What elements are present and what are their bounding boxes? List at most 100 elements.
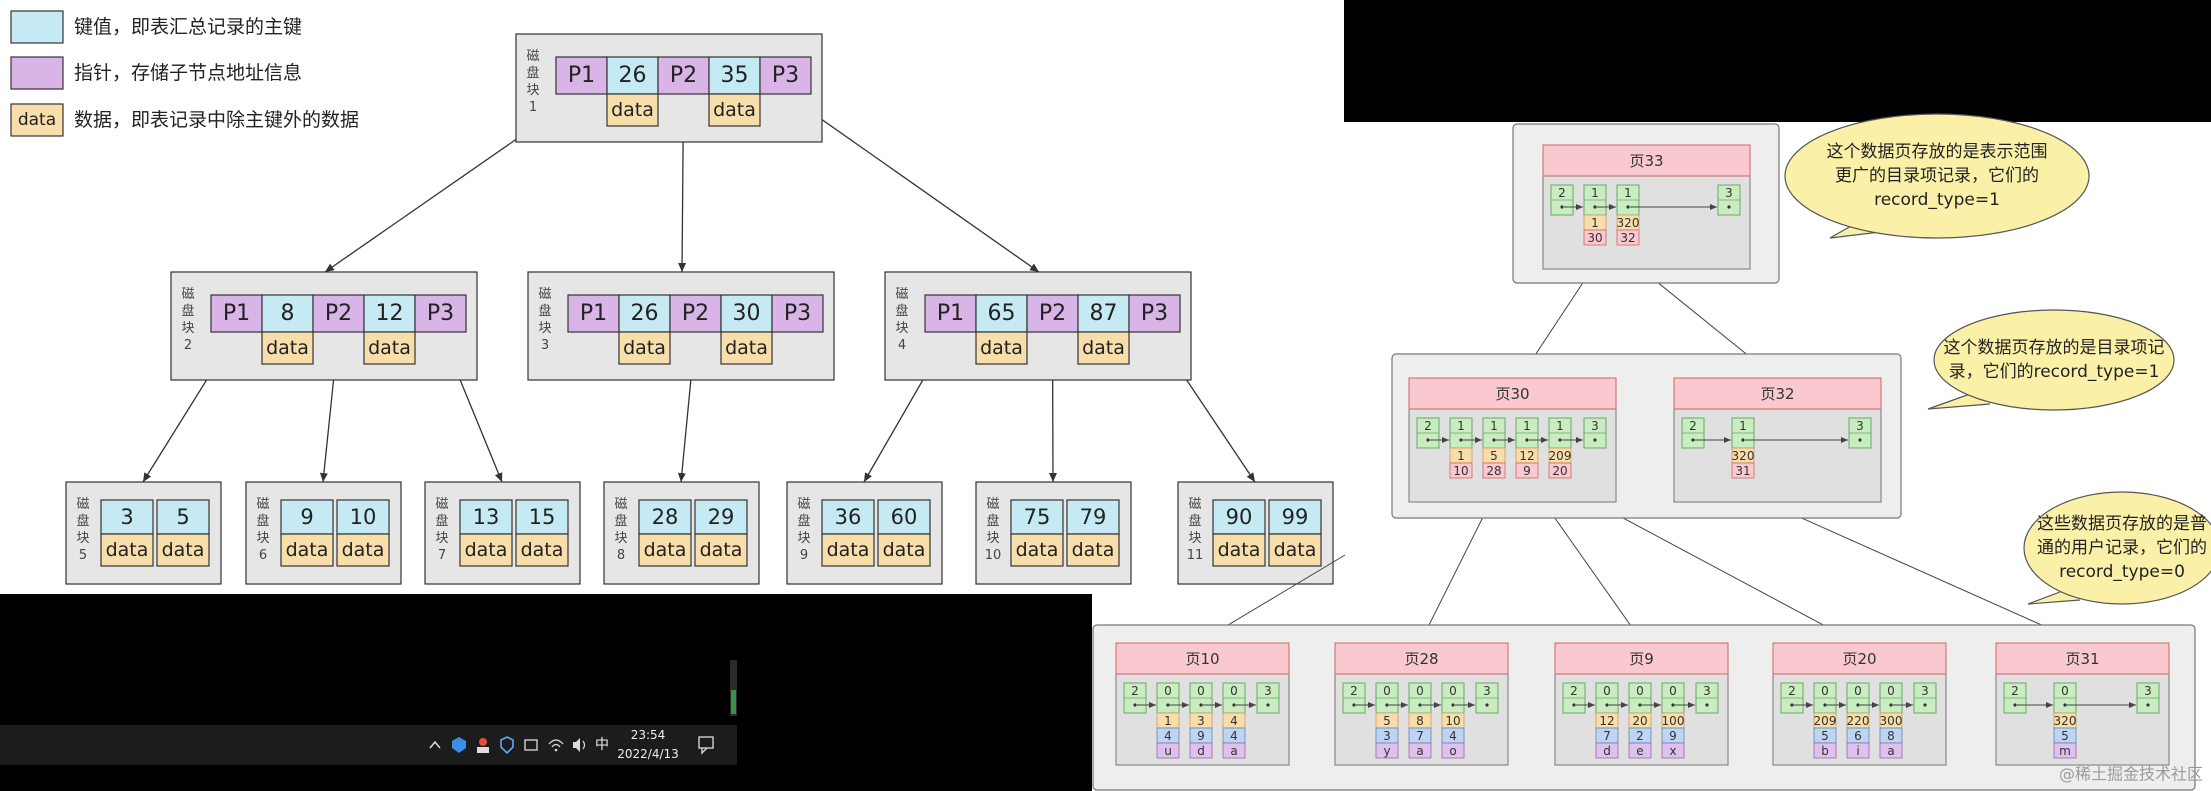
leaf-number: 5 [79, 548, 87, 563]
record-type: 1 [1624, 186, 1632, 200]
legend-data-swatch [10, 103, 64, 137]
leaf-key-label: 9 [300, 505, 313, 529]
record-field-value: 4 [1230, 729, 1238, 743]
pointer-label: P3 [427, 301, 454, 326]
node-label-char: 块 [181, 321, 194, 336]
leaf-label-char: 块 [76, 531, 89, 546]
speaker-icon[interactable] [573, 738, 586, 752]
leaf-label-char: 块 [986, 531, 999, 546]
leaf-data-label: data [465, 539, 508, 561]
page-header [1554, 642, 1729, 675]
leaf-key-cell [280, 499, 334, 535]
record-field-value: 30 [1587, 231, 1602, 245]
record-type: 0 [1230, 684, 1238, 698]
leaf-data-cell [515, 533, 569, 567]
node-number: 1 [529, 100, 537, 115]
leaf-key-label: 99 [1282, 505, 1309, 529]
leaf-data-cell [694, 533, 748, 567]
record-type: 2 [2011, 684, 2019, 698]
record-field [1846, 742, 1870, 759]
leaf-key-label: 75 [1024, 505, 1051, 529]
pointer-label: P2 [670, 63, 697, 88]
page-header [1334, 642, 1509, 675]
chevron-up-icon[interactable] [429, 740, 441, 749]
security-icon[interactable] [500, 736, 514, 755]
record-type: 2 [1788, 684, 1796, 698]
record-field-value: 320 [2054, 714, 2077, 728]
node-label-char: 盘 [538, 303, 551, 319]
page-title: 页30 [1495, 385, 1529, 403]
record-type: 0 [1416, 684, 1424, 698]
pointer-label: P1 [580, 301, 607, 326]
leaf-data-cell [1212, 533, 1266, 567]
data-label: data [980, 337, 1023, 359]
record-type: 0 [1603, 684, 1611, 698]
record-type: 0 [1669, 684, 1677, 698]
data-label: data [713, 99, 756, 121]
record-type: 3 [2144, 684, 2152, 698]
data-label: data [1082, 337, 1125, 359]
node-label-char: 磁 [538, 287, 551, 302]
key-label: 30 [733, 301, 761, 326]
leaf-data-cell [156, 533, 210, 567]
leaf-label-char: 磁 [435, 497, 448, 512]
legend-ptr-swatch [10, 56, 64, 90]
leaf-key-cell [694, 499, 748, 535]
leaf-label-char: 块 [1188, 531, 1201, 546]
leaf-data-label: data [1274, 539, 1317, 561]
leaf-number: 11 [1187, 548, 1204, 563]
record-field [1616, 229, 1640, 246]
record-type: 3 [1264, 684, 1272, 698]
record-field-value: 20 [1632, 714, 1647, 728]
data-cell [363, 331, 416, 365]
folder-icon[interactable] [524, 739, 538, 751]
pointer-cell [555, 56, 608, 95]
taskbar: 中 23:54 2022/4/13 [0, 660, 737, 765]
wifi-icon[interactable] [548, 739, 564, 752]
record-type: 0 [1197, 684, 1205, 698]
record-field-value: 4 [1164, 729, 1172, 743]
key-cell [720, 294, 773, 333]
leaf-key-label: 5 [176, 505, 189, 529]
record-type: 2 [1131, 684, 1139, 698]
data-cell [618, 331, 671, 365]
leaf-data-cell [336, 533, 390, 567]
person-icon[interactable] [477, 738, 489, 753]
record-field-value: y [1383, 744, 1390, 758]
legend-key-text: 键值，即表汇总记录的主键 [74, 16, 302, 38]
pointer-cell [1128, 294, 1181, 333]
callout-line: record_type=1 [1874, 190, 2000, 210]
pointer-cell [210, 294, 263, 333]
leaf-data-label: data [106, 539, 149, 561]
record-field [1449, 462, 1473, 479]
record-field-value: d [1197, 744, 1205, 758]
ime-indicator[interactable]: 中 [595, 737, 609, 753]
record-field-value: m [2059, 744, 2071, 758]
leaf-data-cell [1066, 533, 1120, 567]
clock-time[interactable]: 23:54 [631, 728, 666, 742]
page-title: 页28 [1404, 650, 1438, 668]
leaf-label-char: 块 [435, 531, 448, 546]
shield-icon[interactable] [452, 737, 466, 753]
record-field-value: i [1856, 744, 1859, 758]
record-field-value: 4 [1230, 714, 1238, 728]
leaf-key-cell [821, 499, 875, 535]
callout-line: record_type=0 [2059, 562, 2185, 582]
pointer-label: P1 [223, 301, 250, 326]
notification-icon[interactable] [698, 736, 714, 755]
page-title: 页9 [1629, 650, 1654, 668]
legend-data-swatch-label: data [18, 110, 56, 130]
clock-date[interactable]: 2022/4/13 [617, 747, 679, 761]
leaf-label-char: 盘 [1188, 513, 1201, 529]
key-cell [975, 294, 1028, 333]
